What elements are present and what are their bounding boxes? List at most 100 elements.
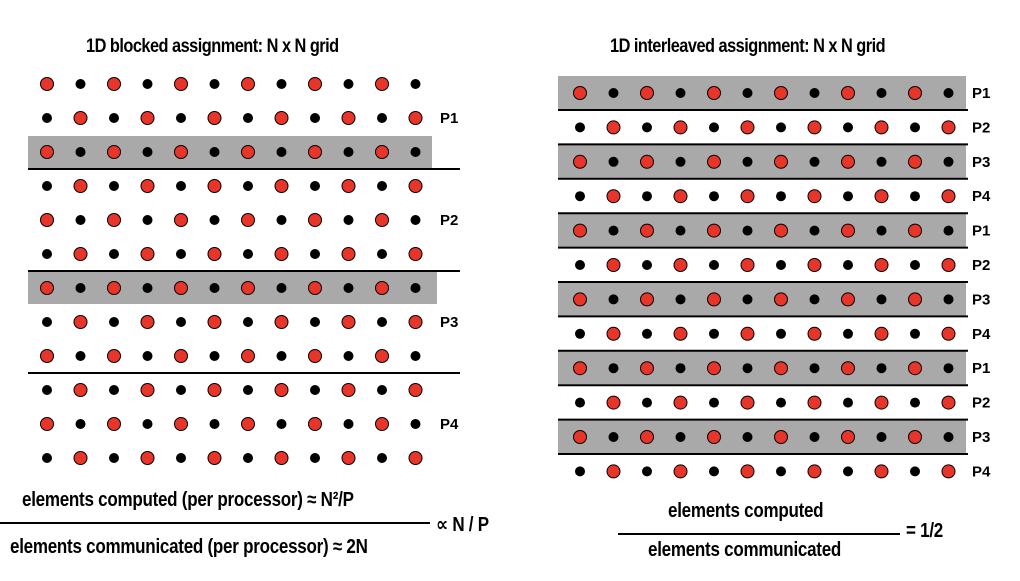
grid-dot-red [174,77,188,91]
grid-dot-red [140,111,155,125]
grid-dot-black [742,88,753,98]
grid-dot-black [575,191,585,202]
grid-dot-red [375,213,389,227]
grid-dot-red [140,383,155,397]
grid-dot-black [142,351,153,361]
grid-dot-black [176,317,186,327]
grid-dot-black [377,317,387,327]
grid-dot-red [774,292,788,307]
grid-dot-red [606,189,621,204]
left-denominator: elements communicated (per processor) ≈ … [10,536,368,558]
grid-dot-red [174,281,188,295]
right-highlight-row [558,282,966,316]
grid-dot-black [776,466,786,477]
grid-dot-red [308,349,322,363]
grid-dot-black [876,156,887,167]
grid-dot-red [874,189,889,204]
grid-dot-black [675,294,686,305]
grid-dot-red [740,326,755,341]
grid-dot-red [107,281,121,295]
grid-dot-red [740,120,755,135]
grid-dot-black [776,260,786,270]
right-processor-label: P3 [972,291,990,308]
grid-dot-black [377,385,387,395]
grid-dot-red [673,464,688,479]
grid-dot-black [343,419,354,429]
right-highlight-row [558,420,966,453]
grid-dot-black [310,249,320,259]
grid-dot-red [73,383,88,397]
grid-dot-red [40,417,54,431]
grid-dot-red [606,258,621,272]
grid-dot-black [642,191,652,202]
grid-dot-black [776,191,786,202]
grid-dot-black [742,363,753,374]
grid-dot-black [943,88,954,98]
grid-dot-red [640,430,654,444]
grid-dot-red [73,247,88,261]
grid-dot-black [876,294,887,305]
grid-dot-black [608,363,619,374]
grid-dot-black [276,419,287,429]
grid-dot-red [941,120,956,135]
grid-dot-red [207,315,222,329]
grid-dot-red [941,326,956,341]
grid-dot-red [107,77,121,91]
grid-dot-black [809,363,820,374]
grid-dot-red [40,281,54,295]
grid-dot-red [207,247,222,261]
grid-dot-red [941,464,956,479]
grid-dot-black [809,88,820,98]
left-processor-label: P3 [440,314,458,331]
grid-dot-red [40,145,54,159]
grid-dot-red [841,361,855,376]
grid-dot-red [908,361,922,376]
grid-dot-black [243,113,253,123]
grid-dot-red [107,349,121,363]
grid-dot-red [673,189,688,204]
grid-dot-red [941,395,956,410]
grid-dot-black [943,363,954,374]
grid-dot-black [575,260,585,270]
grid-dot-red [174,349,188,363]
grid-dot-black [642,466,652,477]
grid-dot-red [274,179,289,193]
right-processor-label: P1 [972,85,990,102]
grid-dot-black [276,79,287,89]
grid-dot-red [174,145,188,159]
grid-dot-red [707,292,721,307]
grid-dot-red [740,189,755,204]
grid-dot-red [707,430,721,444]
grid-dot-black [910,260,920,270]
grid-dot-red [375,145,389,159]
grid-dot-black [876,363,887,374]
grid-dot-red [308,213,322,227]
grid-dot-black [910,122,920,133]
grid-dot-black [209,147,220,157]
grid-dot-black [876,225,887,236]
left-diagram-title: 1D blocked assignment: N x N grid [86,36,339,57]
grid-dot-red [408,247,423,261]
grid-dot-red [207,179,222,193]
grid-dot-red [107,417,121,431]
grid-dot-red [375,349,389,363]
grid-dot-black [943,156,954,167]
grid-dot-black [310,113,320,123]
grid-dot-red [908,292,922,307]
grid-dot-red [241,77,255,91]
grid-dot-red [774,430,788,444]
grid-dot-red [707,86,721,100]
grid-dot-black [377,113,387,123]
grid-dot-red [408,179,423,193]
grid-dot-red [740,258,755,272]
right-processor-label: P4 [972,463,991,480]
grid-dot-black [575,328,585,339]
grid-dot-black [876,432,887,442]
grid-dot-red [241,417,255,431]
grid-dot-red [807,120,822,135]
grid-dot-black [109,181,119,191]
grid-dot-red [908,86,922,100]
grid-dot-black [75,283,86,293]
grid-dot-red [874,395,889,410]
grid-dot-red [908,430,922,444]
